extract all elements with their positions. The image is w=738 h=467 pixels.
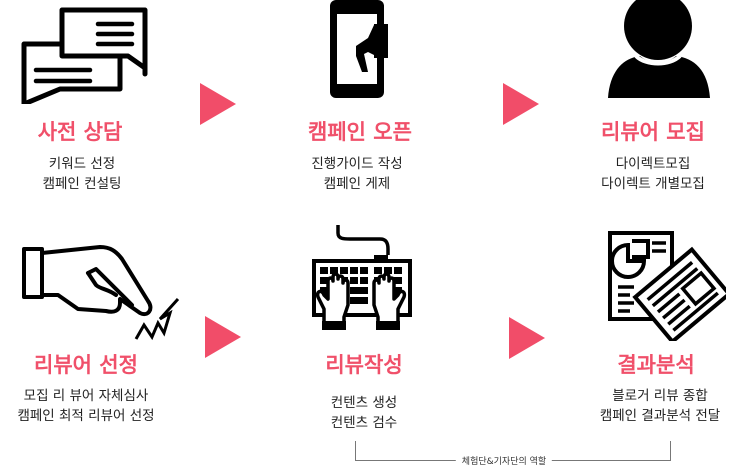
speech-bubbles-icon [21, 7, 148, 104]
step-description: 키워드 선정 캠페인 컨설팅 [43, 154, 122, 194]
step-title: 리뷰작성 [325, 353, 403, 377]
step-description-line: 다이렉트모집 [615, 156, 691, 172]
step-description: 블로거 리뷰 종합 캠페인 결과분석 전달 [600, 386, 720, 426]
step-description-line: 진행가이드 작성 [311, 156, 403, 172]
keyboard-typing-icon [312, 225, 412, 330]
step-title: 사전 상담 [37, 120, 123, 144]
role-bracket-label: 체험단&기자단의 역할 [455, 454, 553, 467]
step-description-line: 다이렉트 개별모집 [601, 176, 705, 192]
arrow-right-icon [509, 317, 545, 359]
step-description-line: 캠페인 결과분석 전달 [599, 408, 721, 424]
step-title: 리뷰어 선정 [34, 353, 138, 377]
arrow-right-icon [200, 83, 236, 125]
step-title: 리뷰어 모집 [601, 120, 705, 144]
step-description-line: 컨텐츠 검수 [330, 415, 398, 431]
pointing-hand-icon [22, 245, 180, 341]
report-documents-icon [608, 231, 726, 341]
arrow-right-icon [503, 83, 539, 125]
step-title: 결과분석 [617, 353, 695, 377]
step-description: 컨텐츠 생성 컨텐츠 검수 [331, 393, 397, 433]
step-description: 다이렉트모집 다이렉트 개별모집 [601, 154, 705, 194]
step-description-line: 캠페인 최적 리뷰어 선정 [17, 408, 155, 424]
step-title: 캠페인 오픈 [308, 120, 412, 144]
person-icon [608, 0, 710, 98]
step-description-line: 블로거 리뷰 종합 [612, 388, 708, 404]
step-description-line: 모집 리 뷰어 자체심사 [23, 388, 149, 404]
step-description: 모집 리 뷰어 자체심사 캠페인 최적 리뷰어 선정 [17, 386, 154, 426]
step-description-line: 캠페인 게제 [323, 176, 391, 192]
arrow-right-icon [205, 316, 241, 358]
step-description-line: 컨텐츠 생성 [330, 395, 398, 411]
step-description-line: 키워드 선정 [48, 156, 116, 172]
step-description: 진행가이드 작성 캠페인 게제 [311, 154, 402, 194]
step-description-line: 캠페인 컨설팅 [42, 176, 122, 192]
phone-megaphone-icon [330, 0, 388, 98]
